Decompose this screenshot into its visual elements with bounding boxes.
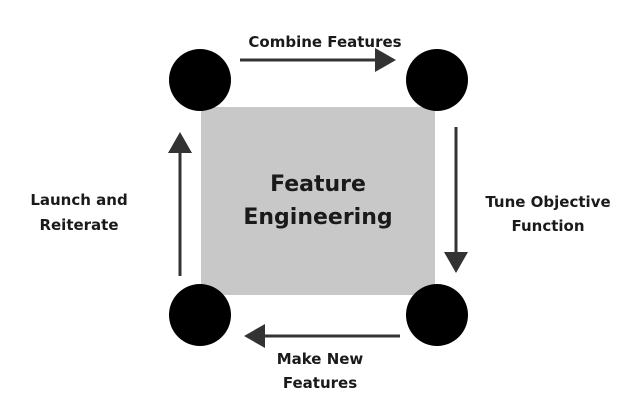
step-label-right-line-1: Tune Objective [485, 193, 611, 211]
step-label-left-line-1: Launch and [30, 191, 128, 209]
step-label-bottom-line-2: Features [282, 374, 358, 392]
step-label-top-line-1: Combine Features [248, 33, 402, 51]
node-top-left [169, 49, 231, 111]
node-top-right [406, 49, 468, 111]
node-bottom-right [406, 284, 468, 346]
step-label-right-line-2: Function [511, 217, 585, 235]
step-label-tune-objective: Tune Objective Function [468, 190, 628, 238]
center-title-line-2: Engineering [243, 205, 393, 230]
step-label-left-line-2: Reiterate [39, 215, 119, 234]
center-title-line-1: Feature [270, 172, 366, 197]
node-bottom-left [169, 284, 231, 346]
step-label-make-new-features: Make New Features [240, 347, 400, 395]
center-square [201, 107, 435, 295]
step-label-launch-reiterate: Launch and Reiterate [8, 188, 150, 238]
center-title: Feature Engineering [201, 107, 435, 295]
step-label-combine-features: Combine Features [230, 32, 420, 54]
step-label-bottom-line-1: Make New [276, 350, 364, 368]
